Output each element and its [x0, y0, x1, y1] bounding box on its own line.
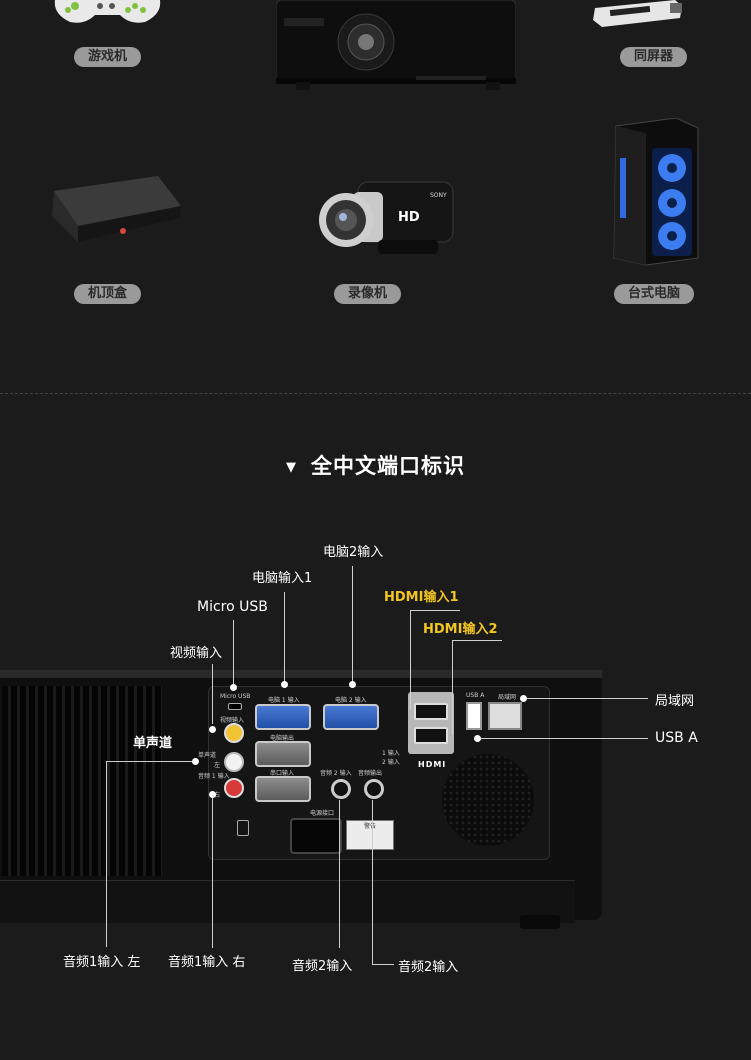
panel-label-power: 电源接口 — [310, 810, 335, 817]
callout-dot-pc2 — [349, 681, 356, 688]
callout-dot-pc1 — [281, 681, 288, 688]
section-divider — [0, 393, 751, 394]
callout-line-pc1 — [284, 592, 285, 682]
panel-label-usb-a: USB A — [466, 692, 485, 699]
projector-vent-grille — [2, 686, 162, 876]
panel-label-mono: 单声道 — [198, 752, 217, 759]
callout-usb-a: USB A — [655, 730, 698, 746]
desktop-tower-image — [606, 117, 701, 266]
panel-label-hdmi-2: 2 输入 — [382, 759, 400, 766]
lan-port — [488, 702, 522, 730]
callout-audio1-right: 音频1输入 右 — [168, 955, 246, 970]
warning-text: 警告 — [363, 823, 376, 830]
callout-line-audio2-in — [339, 800, 340, 948]
audio-output-jack — [364, 779, 384, 799]
micro-usb-port — [228, 703, 242, 710]
callout-line-audio2-out-h — [372, 964, 394, 965]
panel-label-micro-usb: Micro USB — [220, 693, 251, 700]
audio2-input-jack — [331, 779, 351, 799]
camcorder-hd-text: HD — [398, 210, 420, 225]
section-title: 全中文端口标识 — [311, 454, 465, 478]
hdmi1-port — [414, 703, 448, 720]
callout-line-audio2-out-v — [372, 800, 373, 964]
callout-pc1-input: 电脑输入1 — [252, 571, 313, 586]
usb-a-port — [466, 702, 482, 730]
callout-line-micro-usb — [233, 620, 234, 686]
callout-mono: 单声道 — [133, 736, 173, 751]
callout-dot-micro-usb — [230, 684, 237, 691]
panel-label-left: 左 — [214, 762, 221, 769]
device-label-desktop: 台式电脑 — [614, 284, 695, 304]
power-inlet — [290, 818, 342, 854]
audio1-right-jack — [224, 778, 244, 798]
callout-dot-usb-a — [474, 735, 481, 742]
hdmi2-port — [414, 727, 448, 744]
panel-label-pc-out: 电脑输出 — [270, 735, 295, 742]
callout-dot-audio1-right — [209, 791, 216, 798]
audio1-left-jack — [224, 752, 244, 772]
callout-audio2-output: 音频2输入 — [398, 960, 459, 975]
panel-label-serial: 串口输入 — [270, 770, 295, 777]
panel-label-right: 右 — [214, 792, 221, 799]
vga-pc-output-port — [255, 741, 311, 767]
device-label-set-top-box: 机顶盒 — [74, 284, 142, 304]
callout-line-hdmi1-h — [410, 610, 460, 611]
callout-lan: 局域网 — [655, 694, 695, 709]
hdmi-logo: HDMI — [418, 760, 447, 769]
callout-dot-video — [209, 726, 216, 733]
device-label-screen-share: 同屏器 — [620, 47, 688, 67]
callout-line-audio1-right — [212, 794, 213, 948]
callout-hdmi1: HDMI输入1 — [384, 590, 459, 605]
callout-line-pc2 — [352, 566, 353, 684]
panel-label-audio1: 音频 1 输入 — [198, 773, 230, 780]
callout-line-audio1-left — [106, 761, 107, 947]
callout-line-hdmi1-v — [410, 610, 411, 710]
section-heading: ▼ 全中文端口标识 — [0, 450, 751, 480]
callout-line-video — [212, 664, 213, 724]
callout-dot-lan — [520, 695, 527, 702]
projector-foot — [520, 915, 560, 929]
callout-line-lan — [524, 698, 648, 699]
serial-port — [255, 776, 311, 802]
panel-label-audio-out: 音频输出 — [358, 770, 383, 777]
vga-pc1-input-port — [255, 704, 311, 730]
device-label-camcorder: 录像机 — [334, 284, 402, 304]
video-in-jack — [224, 723, 244, 743]
callout-line-usb-a — [478, 738, 648, 739]
panel-label-hdmi-1: 1 输入 — [382, 750, 400, 757]
screen-share-dongle-image — [590, 0, 685, 28]
callout-audio1-left: 音频1输入 左 — [63, 955, 141, 970]
vga-pc2-input-port — [323, 704, 379, 730]
panel-label-pc2: 电脑 2 输入 — [335, 697, 367, 704]
callout-line-hdmi2-h — [452, 640, 502, 641]
projector-image — [275, 0, 517, 90]
camcorder-image: HD SONY — [318, 172, 458, 264]
triangle-down-icon: ▼ — [286, 459, 297, 475]
callout-audio2-input: 音频2输入 — [292, 959, 353, 974]
panel-label-video-in: 视频输入 — [220, 717, 245, 724]
projector-bottom-edge — [0, 880, 575, 923]
hdmi-port-bracket — [408, 692, 454, 754]
callout-dot-mono — [192, 758, 199, 765]
panel-label-audio2-in: 音频 2 输入 — [320, 770, 352, 777]
lock-slot-icon — [237, 820, 249, 836]
game-console-image — [50, 0, 165, 25]
warning-label: 警告 — [346, 820, 394, 850]
callout-pc2-input: 电脑2输入 — [323, 545, 384, 560]
device-label-game-console: 游戏机 — [74, 47, 142, 67]
callout-micro-usb: Micro USB — [197, 599, 268, 615]
speaker-grille — [442, 754, 534, 846]
camcorder-brand-text: SONY — [430, 192, 447, 199]
panel-label-pc1: 电脑 1 输入 — [268, 697, 300, 704]
set-top-box-image — [48, 176, 183, 244]
callout-line-mono — [106, 761, 196, 762]
projector-rear-top — [0, 670, 602, 678]
panel-label-lan: 局域网 — [498, 694, 517, 701]
callout-line-hdmi2-v — [452, 640, 453, 735]
callout-hdmi2: HDMI输入2 — [423, 622, 498, 637]
callout-video-input: 视频输入 — [170, 646, 223, 661]
